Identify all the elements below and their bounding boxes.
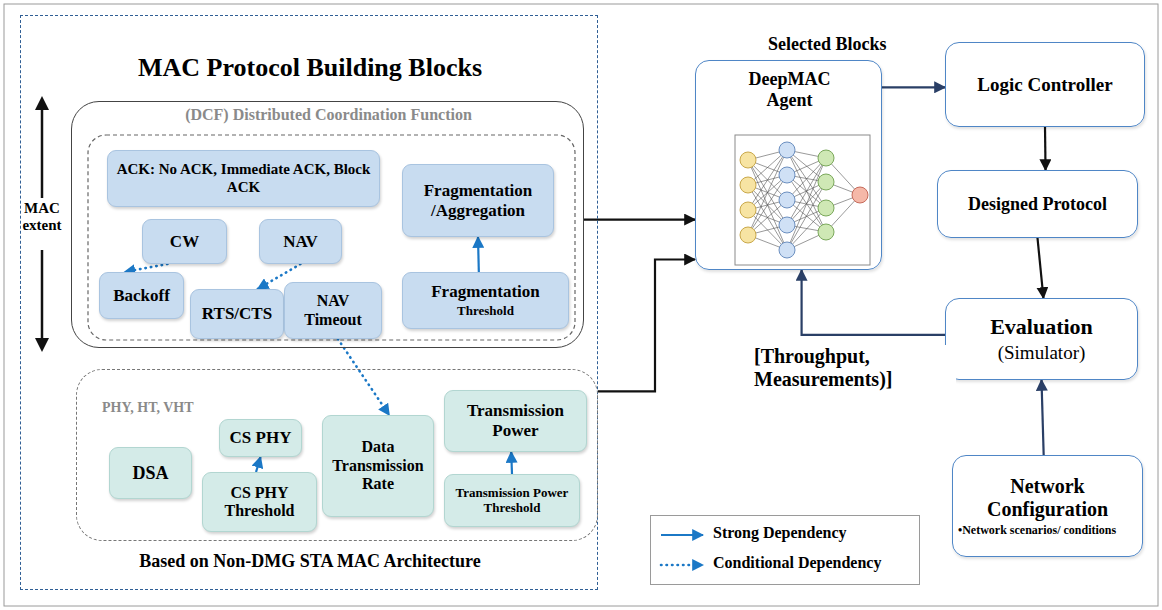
block-label: RTS/CTS bbox=[202, 304, 272, 324]
axis-label: MAC extent bbox=[14, 200, 70, 235]
block-label: ACK: No ACK, Immediate ACK, Block ACK bbox=[113, 161, 374, 196]
block-label: Data Transmission Rate bbox=[328, 438, 428, 493]
block-sublabel: (Simulator) bbox=[998, 342, 1086, 364]
legend-box: Strong DependencyConditional Dependency bbox=[650, 515, 920, 585]
legend-samples bbox=[651, 516, 711, 584]
flow-arrow bbox=[1038, 238, 1044, 298]
process-box: Evaluation (Simulator) bbox=[945, 298, 1138, 380]
block-label: Network Configuration bbox=[958, 475, 1137, 521]
block-box: DSA bbox=[109, 447, 192, 499]
flow-arrow bbox=[882, 86, 945, 88]
dcf-group: (DCF) Distributed Coordination FunctionA… bbox=[71, 101, 584, 348]
page-frame bbox=[4, 4, 1158, 606]
flow-arrow bbox=[477, 237, 480, 272]
group-title: Based on Non-DMG STA MAC Architecture bbox=[21, 551, 599, 572]
block-label: NAV Timeout bbox=[290, 292, 376, 329]
block-box: CS PHY bbox=[219, 419, 302, 457]
flow-label: Selected Blocks bbox=[768, 34, 943, 55]
block-box: NAV bbox=[259, 219, 342, 264]
block-box: NAV Timeout bbox=[284, 282, 382, 339]
block-box: ACK: No ACK, Immediate ACK, Block ACK bbox=[107, 150, 380, 207]
flow-arrow bbox=[598, 260, 695, 392]
process-box: Designed Protocol bbox=[937, 170, 1138, 238]
legend-sample bbox=[661, 564, 703, 567]
group-title: DeepMAC Agent bbox=[729, 69, 850, 110]
block-box: Data Transmission Rate bbox=[322, 415, 434, 517]
legend-text: Strong Dependency bbox=[713, 524, 918, 542]
flow-arrow bbox=[584, 218, 695, 220]
conditional-arrow bbox=[125, 264, 168, 272]
block-label: DSA bbox=[132, 463, 168, 484]
flow-arrow bbox=[802, 270, 945, 335]
block-box: Backoff bbox=[99, 272, 184, 319]
process-box: Logic Controller bbox=[945, 42, 1145, 127]
block-box: FragmentationThreshold bbox=[402, 272, 569, 329]
block-label: CW bbox=[170, 232, 199, 252]
building-blocks-panel: MAC Protocol Building BlocksBased on Non… bbox=[20, 15, 598, 590]
group-title: PHY, HT, VHT bbox=[102, 400, 262, 416]
block-box: CW bbox=[142, 219, 227, 264]
flow-arrow bbox=[510, 452, 513, 474]
flow-arrow bbox=[1042, 380, 1044, 455]
block-box: Fragmentation /Aggregation bbox=[402, 164, 554, 237]
network-frame bbox=[735, 135, 870, 265]
block-sublabel: Threshold bbox=[457, 304, 514, 319]
inner-dashed-box bbox=[88, 135, 575, 340]
block-sublabel: •Network scenarios/ conditions bbox=[958, 524, 1137, 538]
block-label: Designed Protocol bbox=[968, 194, 1107, 215]
block-label: Fragmentation /Aggregation bbox=[408, 181, 548, 220]
block-label: Backoff bbox=[113, 286, 170, 306]
flow-arrow bbox=[256, 457, 260, 472]
block-label: Evaluation bbox=[990, 314, 1093, 339]
block-label: Transmission Power bbox=[450, 401, 581, 440]
block-label: CS PHY bbox=[230, 428, 292, 448]
block-box: CS PHY Threshold bbox=[202, 472, 317, 532]
conditional-arrow bbox=[338, 339, 389, 415]
block-label: Transmission Power Threshold bbox=[450, 486, 574, 516]
block-label: Fragmentation bbox=[431, 282, 540, 302]
block-box: Transmission Power Threshold bbox=[444, 474, 580, 527]
group-title: MAC Protocol Building Blocks bbox=[21, 53, 599, 83]
group-title: (DCF) Distributed Coordination Function bbox=[72, 106, 585, 124]
block-box: Transmission Power bbox=[444, 390, 587, 452]
edge-label: [Throughput, Measurements)] bbox=[752, 345, 956, 391]
legend-text: Conditional Dependency bbox=[713, 554, 918, 572]
process-box: Network Configuration •Network scenarios/… bbox=[952, 455, 1143, 557]
legend-sample bbox=[661, 534, 703, 536]
flow-arrow bbox=[1044, 127, 1047, 170]
block-label: CS PHY Threshold bbox=[208, 484, 311, 521]
phy-group: PHY, HT, VHT CS PHY Data Transmission Rate… bbox=[76, 369, 598, 541]
neural-network-icon bbox=[740, 142, 868, 258]
block-label: NAV bbox=[283, 232, 318, 252]
block-box: RTS/CTS bbox=[190, 289, 284, 339]
agent-box: DeepMAC Agent bbox=[695, 60, 882, 270]
block-label: Logic Controller bbox=[977, 74, 1112, 96]
